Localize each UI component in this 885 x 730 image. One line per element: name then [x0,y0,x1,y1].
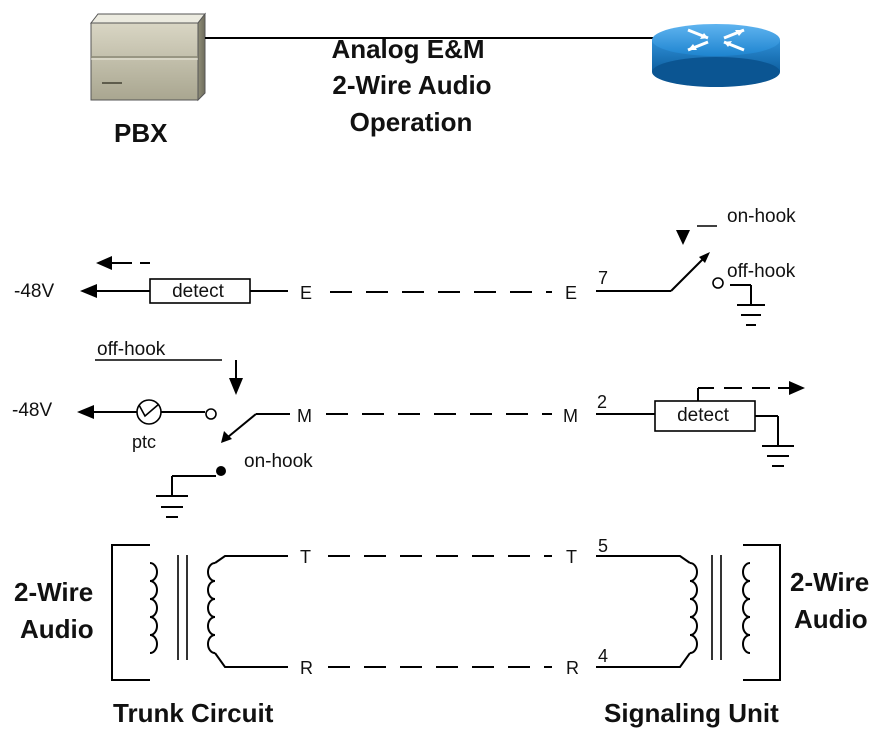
t-left-label: T [300,547,311,567]
m-detect-box [654,400,756,432]
e-off-hook-contact [712,277,724,289]
t-pin-number: 5 [598,536,608,556]
link-label-line1: Analog E&M [331,34,484,64]
m-detect-label: detect [677,405,729,426]
e-pin-number: 7 [598,268,608,288]
m-switch-arrow [229,360,243,395]
e-switch-arrow [676,230,690,245]
m-supply-voltage: -48V [12,400,52,421]
m-off-hook-contact [205,408,217,420]
e-right-label: E [565,283,577,303]
left-audio-label-line1: 2-Wire [14,577,93,607]
r-left-label: R [300,658,313,678]
m-off-hook-label: off-hook [97,339,166,360]
e-switch-blade [670,252,710,292]
ptc-thermistor-symbol [136,399,162,425]
e-on-hook-label: on-hook [727,206,796,227]
left-audio-bracket [111,544,150,681]
left-transformer-icon [149,555,288,668]
m-detect-ground-symbol [755,415,794,467]
m-supply-arrow [77,405,137,419]
right-audio-label-line2: Audio [794,604,868,634]
ptc-label: ptc [132,432,156,452]
m-ground-symbol [156,475,216,518]
left-audio-label-line2: Audio [20,614,94,644]
pbx-cabinet-icon [89,12,207,102]
m-right-label: M [563,406,578,426]
r-right-label: R [566,658,579,678]
e-supply-arrow [80,284,150,298]
m-on-hook-contact [216,466,226,476]
m-pin-number: 2 [597,392,607,412]
right-transformer-icon [596,555,751,668]
router-icon [652,24,780,87]
e-off-hook-label: off-hook [727,261,796,282]
m-on-hook-label: on-hook [244,451,313,472]
e-detect-arrow [96,256,150,270]
r-pin-number: 4 [598,646,608,666]
e-ground-symbol [730,284,765,326]
right-audio-bracket [743,544,781,681]
m-left-label: M [297,406,312,426]
t-right-label: T [566,547,577,567]
right-audio-label-line1: 2-Wire [790,567,869,597]
e-left-label: E [300,283,312,303]
trunk-circuit-label: Trunk Circuit [113,698,274,728]
link-label-line3: Operation [350,107,473,137]
link-label-line2: 2-Wire Audio [332,70,491,100]
pbx-label: PBX [114,118,168,148]
m-switch-blade [221,413,290,443]
e-detect-label: detect [172,281,224,302]
e-supply-voltage: -48V [14,281,54,302]
m-detect-arrow [697,381,805,401]
signaling-unit-label: Signaling Unit [604,698,779,728]
